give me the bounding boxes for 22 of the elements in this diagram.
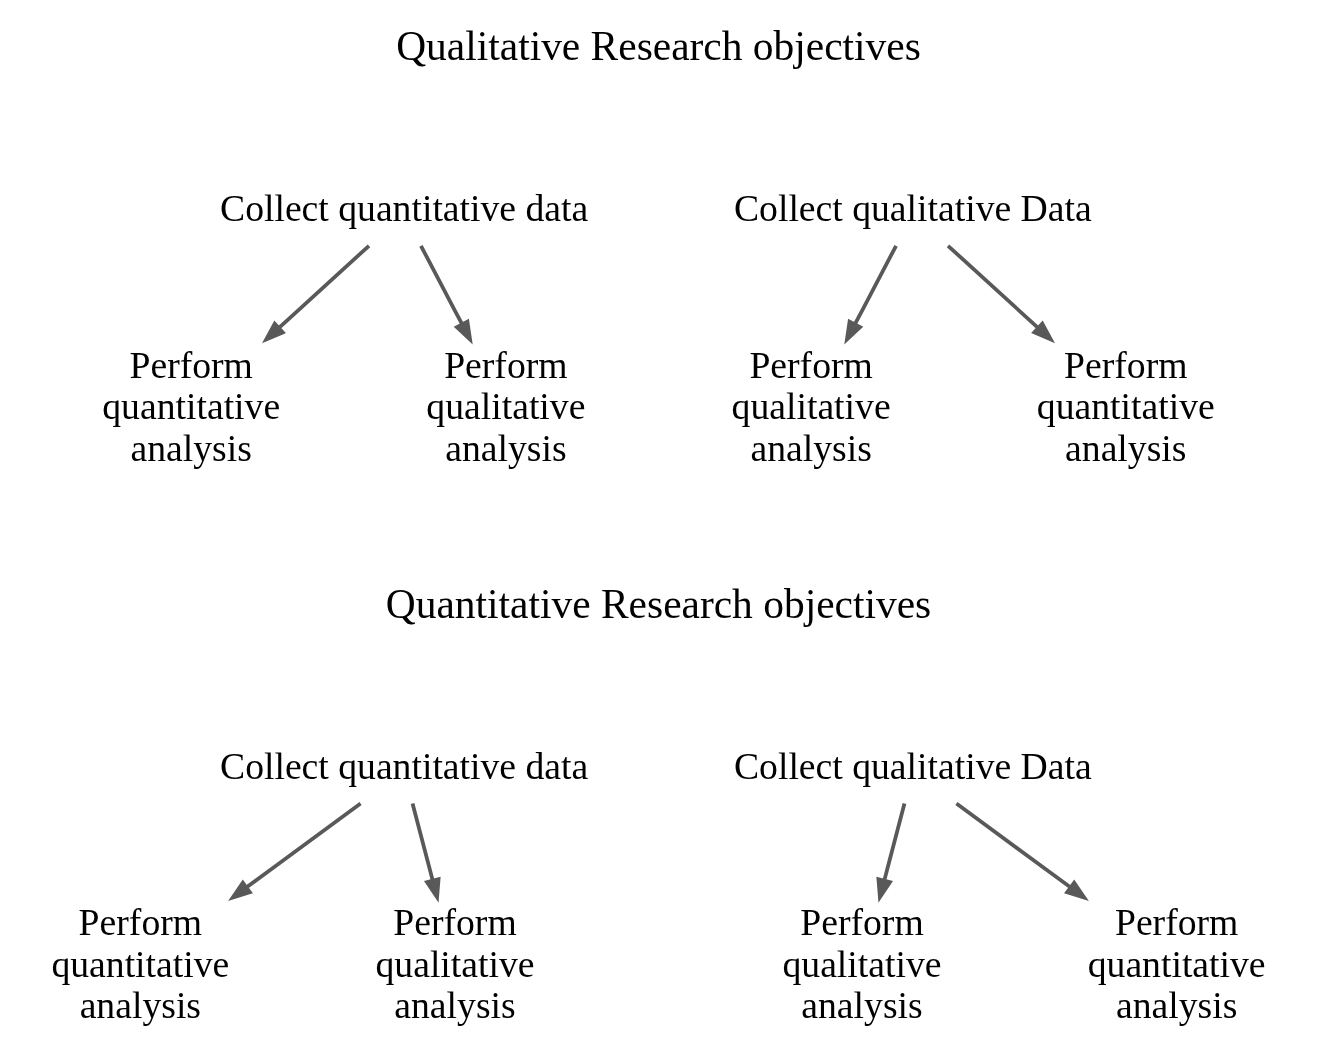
arrow <box>844 244 898 345</box>
arrow <box>228 801 362 901</box>
node-text: Collect qualitative Data <box>733 744 1092 787</box>
node-text: Collect qualitative Data <box>733 187 1092 230</box>
node-text: Perform quantitative analysis <box>1036 343 1215 469</box>
node-text: Perform quantitative analysis <box>1087 901 1266 1027</box>
arrow <box>876 803 907 903</box>
node-text: Perform quantitative analysis <box>102 343 281 469</box>
node-text: Perform qualitative analysis <box>731 343 891 469</box>
node-text: Perform quantitative analysis <box>51 901 230 1027</box>
label: Qualitative Research objectives <box>396 23 921 70</box>
node-text: Collect quantitative data <box>220 744 589 787</box>
arrow <box>410 803 441 903</box>
node-text: Collect quantitative data <box>220 187 589 230</box>
label: Quantitative Research objectives <box>385 581 932 628</box>
arrow <box>261 244 371 344</box>
arrow <box>419 244 473 345</box>
node-text: Perform qualitative analysis <box>782 901 942 1027</box>
arrow <box>955 801 1089 901</box>
arrow <box>946 244 1056 344</box>
node-text: Perform qualitative analysis <box>375 901 535 1027</box>
node-text: Perform qualitative analysis <box>426 343 586 469</box>
